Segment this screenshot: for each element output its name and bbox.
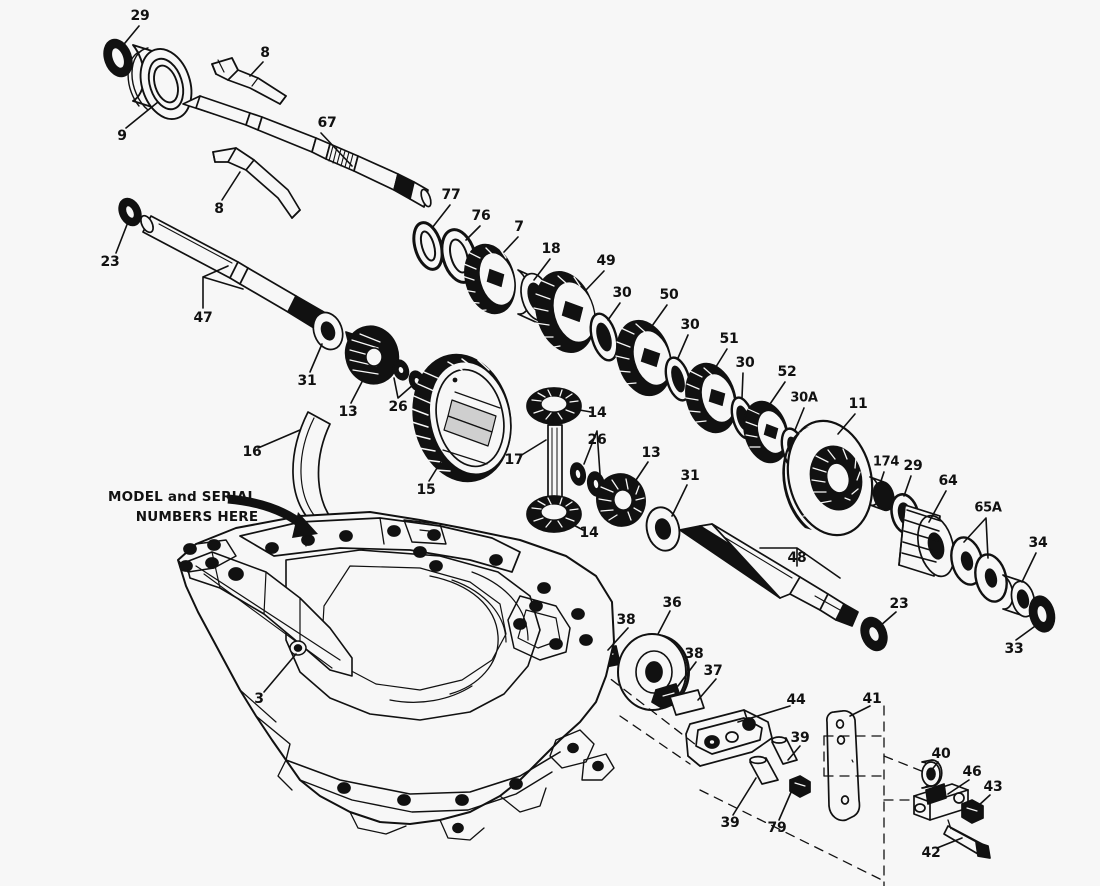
callout-37: 37 bbox=[703, 663, 723, 679]
part-42-bolt bbox=[943, 825, 991, 859]
part-77-washer bbox=[412, 221, 444, 271]
part-30-washer-b bbox=[664, 356, 692, 402]
callout-13: 13 bbox=[338, 404, 358, 420]
callout-13: 13 bbox=[641, 445, 661, 461]
callout-7: 7 bbox=[514, 219, 524, 235]
model-serial-note: MODEL and SERIAL NUMBERS HERE bbox=[108, 488, 308, 527]
callout-34: 34 bbox=[1028, 535, 1048, 551]
callout-29: 29 bbox=[903, 458, 923, 474]
part-44-brake-actuator bbox=[685, 709, 773, 767]
callout-64: 64 bbox=[938, 473, 958, 489]
part-3-transaxle-housing bbox=[177, 511, 615, 841]
part-41-brake-lever bbox=[826, 710, 861, 822]
callout-40: 40 bbox=[931, 746, 951, 762]
callout-30: 30 bbox=[735, 355, 755, 371]
part-31-washer-left bbox=[312, 311, 344, 351]
callout-30A: 30A bbox=[790, 390, 818, 406]
callout-23: 23 bbox=[889, 596, 909, 612]
callout-31: 31 bbox=[680, 468, 700, 484]
callout-30: 30 bbox=[612, 285, 632, 301]
part-67-input-shaft bbox=[182, 95, 432, 208]
part-48-axle-shaft bbox=[679, 523, 859, 627]
part-79-nut bbox=[789, 775, 811, 798]
callout-3: 3 bbox=[254, 691, 264, 707]
part-14-bevel-gear-bottom bbox=[526, 495, 582, 533]
callout-65A: 65A bbox=[974, 500, 1002, 516]
part-15-ring-gear bbox=[411, 353, 512, 483]
callout-49: 49 bbox=[596, 253, 616, 269]
callout-48: 48 bbox=[787, 550, 807, 566]
callout-79: 79 bbox=[767, 820, 787, 836]
part-8-shift-fork-lower bbox=[212, 147, 301, 219]
part-40-bushing bbox=[921, 759, 943, 789]
part-38-brake-pad-b bbox=[651, 683, 683, 709]
callout-50: 50 bbox=[659, 287, 679, 303]
part-52-gear bbox=[743, 400, 789, 464]
callout-52: 52 bbox=[777, 364, 797, 380]
part-29-seal bbox=[103, 38, 133, 78]
part-30-washer-a bbox=[589, 312, 619, 362]
part-49-gear bbox=[533, 270, 596, 354]
part-31-washer-center bbox=[645, 506, 681, 552]
callout-39: 39 bbox=[790, 730, 810, 746]
callout-42: 42 bbox=[921, 845, 941, 861]
part-33-seal bbox=[1028, 595, 1056, 633]
part-8-shift-fork-upper bbox=[211, 57, 287, 105]
callout-47: 47 bbox=[193, 310, 213, 326]
callout-18: 18 bbox=[541, 241, 561, 257]
model-serial-line-1: MODEL and SERIAL bbox=[108, 489, 257, 505]
callout-44: 44 bbox=[786, 692, 806, 708]
part-13-bevel-pinion-left bbox=[344, 325, 400, 385]
model-serial-line-2: NUMBERS HERE bbox=[135, 508, 259, 525]
callout-38: 38 bbox=[684, 646, 704, 662]
part-34-spacer bbox=[1002, 574, 1036, 618]
part-23-washer-left bbox=[118, 197, 142, 227]
callout-11: 11 bbox=[848, 396, 868, 412]
part-47-shaft bbox=[140, 214, 335, 336]
callout-23: 23 bbox=[100, 254, 120, 270]
callout-31: 31 bbox=[297, 373, 317, 389]
model-serial-arrow bbox=[227, 494, 318, 538]
callout-8: 8 bbox=[214, 201, 224, 217]
part-7-gear bbox=[461, 243, 516, 315]
callout-36: 36 bbox=[662, 595, 682, 611]
callout-14: 14 bbox=[579, 525, 599, 541]
callout-77: 77 bbox=[441, 187, 461, 203]
callout-26: 26 bbox=[388, 399, 408, 415]
callout-15: 15 bbox=[416, 482, 436, 498]
callout-51: 51 bbox=[719, 331, 739, 347]
part-37-brake-backing-plate bbox=[669, 689, 705, 716]
callout-16: 16 bbox=[242, 444, 262, 460]
part-174-bushing bbox=[869, 476, 895, 512]
callout-76: 76 bbox=[471, 208, 491, 224]
callout-9: 9 bbox=[117, 128, 127, 144]
callout-29: 29 bbox=[130, 8, 150, 24]
callout-38: 38 bbox=[616, 612, 636, 628]
part-51-gear bbox=[685, 362, 737, 434]
part-50-gear bbox=[615, 319, 672, 397]
callout-41: 41 bbox=[862, 691, 882, 707]
callout-43: 43 bbox=[983, 779, 1003, 795]
callout-67: 67 bbox=[317, 115, 337, 131]
part-46-bracket bbox=[913, 783, 969, 821]
callout-8: 8 bbox=[260, 45, 270, 61]
callout-174: 174 bbox=[872, 454, 900, 470]
part-65A-washers bbox=[950, 536, 1008, 603]
callout-33: 33 bbox=[1004, 641, 1024, 657]
callout-46: 46 bbox=[962, 764, 982, 780]
part-17-differential-shaft bbox=[547, 414, 563, 516]
callout-30: 30 bbox=[680, 317, 700, 333]
part-9-bearing-housing bbox=[127, 44, 193, 120]
callout-26: 26 bbox=[587, 432, 607, 448]
part-14-bevel-gear-top bbox=[526, 387, 582, 425]
part-11-bevel-ring-gear bbox=[782, 419, 874, 537]
callout-17: 17 bbox=[504, 452, 524, 468]
part-39-rod-b bbox=[749, 755, 779, 785]
part-13-bevel-pinion-center bbox=[596, 473, 646, 527]
callout-14: 14 bbox=[587, 405, 607, 421]
callout-39: 39 bbox=[720, 815, 740, 831]
callout-leader-lines bbox=[115, 25, 1039, 849]
part-64-splined-gear bbox=[898, 504, 955, 578]
